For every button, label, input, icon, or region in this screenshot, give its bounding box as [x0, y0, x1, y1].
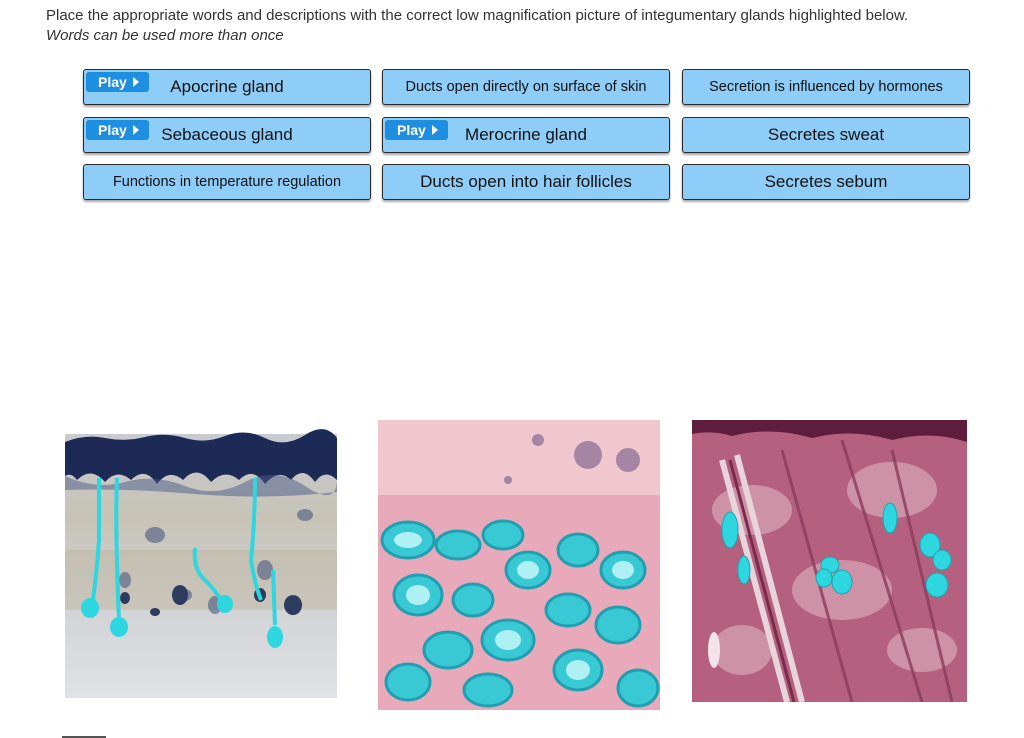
tile-label: Merocrine gland	[465, 125, 587, 144]
instructions-subtext: Words can be used more than once	[46, 27, 284, 44]
bottom-text-partial	[62, 730, 106, 738]
tile-label: Ducts open directly on surface of skin	[405, 79, 647, 95]
tile-ducts-open-surface[interactable]: Ducts open directly on surface of skin	[382, 69, 670, 105]
micrograph-sebaceous-glands[interactable]	[692, 420, 967, 702]
tile-sebaceous-gland[interactable]: Play Sebaceous gland	[83, 117, 371, 153]
tile-secretes-sweat[interactable]: Secretes sweat	[682, 117, 970, 153]
tile-secretes-sebum[interactable]: Secretes sebum	[682, 164, 970, 200]
play-button[interactable]: Play	[86, 120, 149, 140]
tile-label: Apocrine gland	[170, 77, 284, 96]
tile-label: Functions in temperature regulation	[112, 174, 342, 190]
micrograph-glands-cross-section[interactable]	[378, 420, 660, 710]
tile-apocrine-gland[interactable]: Play Apocrine gland	[83, 69, 371, 105]
tile-ducts-hair-follicles[interactable]: Ducts open into hair follicles	[382, 164, 670, 200]
play-button[interactable]: Play	[86, 72, 149, 92]
instructions-text: Place the appropriate words and descript…	[46, 7, 909, 24]
tile-label: Secretion is influenced by hormones	[709, 79, 943, 95]
tile-label: Secretes sweat	[767, 125, 885, 144]
tile-secretion-hormones[interactable]: Secretion is influenced by hormones	[682, 69, 970, 105]
tile-merocrine-gland[interactable]: Play Merocrine gland	[382, 117, 670, 153]
play-arrow-icon	[431, 125, 438, 135]
play-button-label: Play	[397, 122, 426, 138]
play-arrow-icon	[132, 77, 139, 87]
tile-temperature-regulation[interactable]: Functions in temperature regulation	[83, 164, 371, 200]
play-arrow-icon	[132, 125, 139, 135]
play-button[interactable]: Play	[385, 120, 448, 140]
tile-label: Sebaceous gland	[161, 125, 293, 144]
instructions: Place the appropriate words and descript…	[46, 6, 908, 46]
micrograph-sweat-glands[interactable]	[65, 420, 337, 698]
tile-label: Ducts open into hair follicles	[420, 172, 632, 191]
play-button-label: Play	[98, 74, 127, 90]
tile-label: Secretes sebum	[764, 172, 888, 191]
play-button-label: Play	[98, 122, 127, 138]
